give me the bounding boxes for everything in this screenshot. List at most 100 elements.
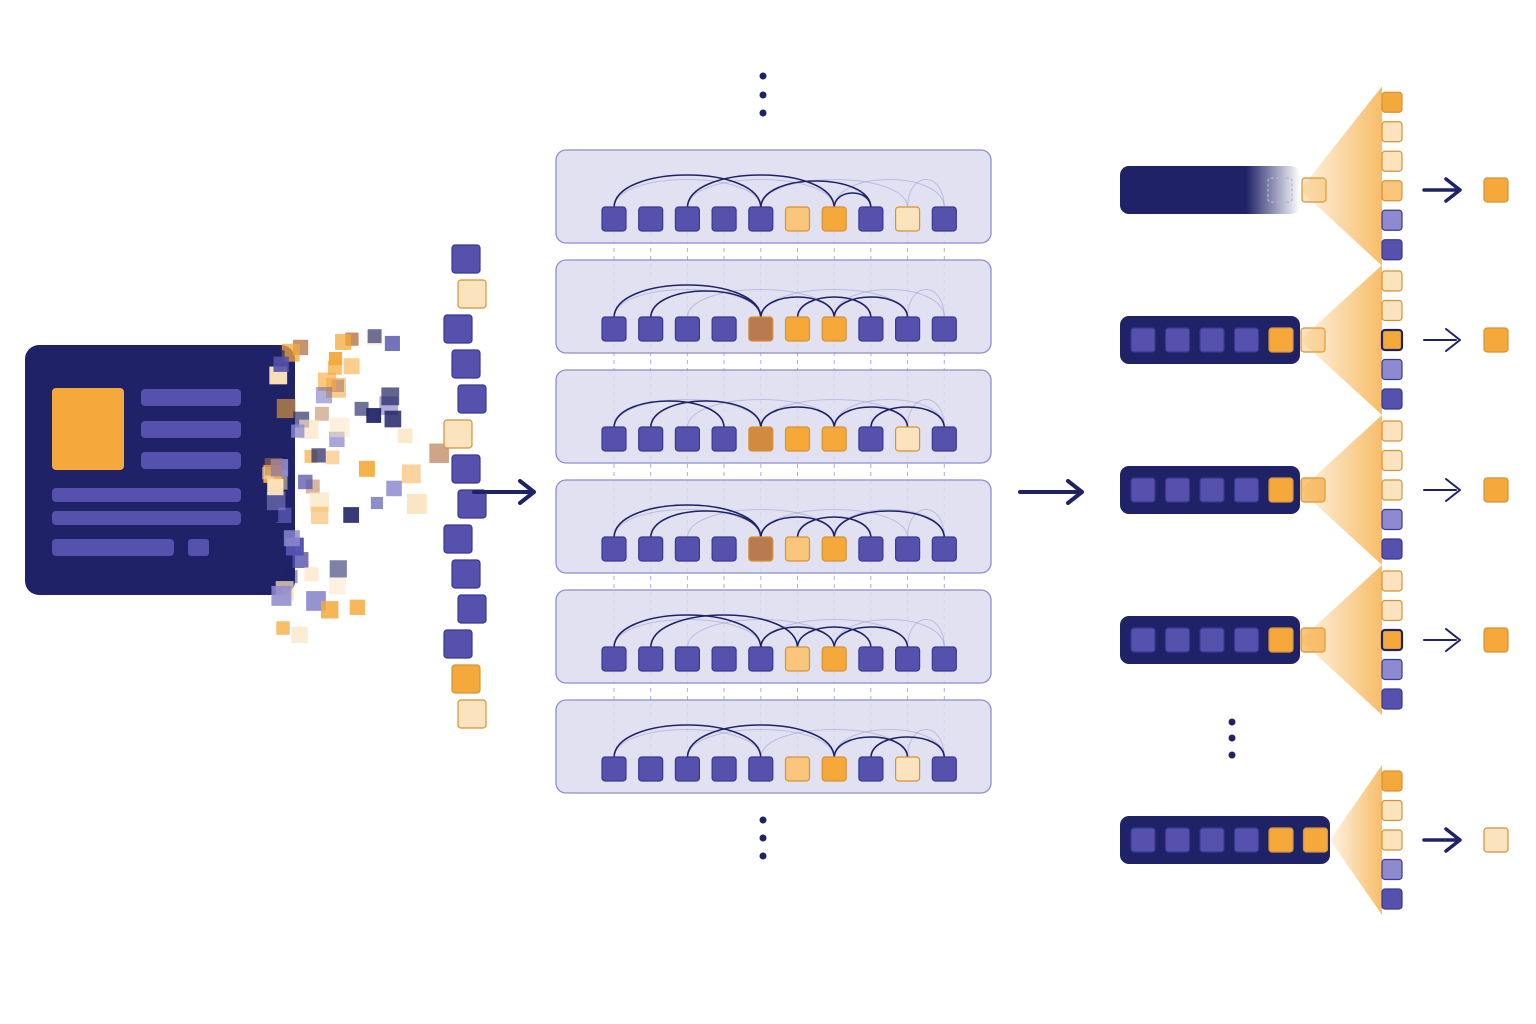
pixel-fragment	[276, 507, 292, 524]
attention-arc	[760, 406, 835, 429]
attention-arc-faint	[907, 289, 945, 319]
layer-token	[784, 536, 811, 562]
dot	[759, 816, 767, 824]
attention-arc	[796, 296, 872, 319]
pixel-fragment	[267, 478, 284, 496]
attention-arc-faint	[613, 289, 762, 319]
pixel-fragment	[429, 443, 449, 464]
pixel-fragment	[266, 491, 286, 511]
transformer-stack	[555, 149, 992, 794]
decoding-step	[1120, 415, 1509, 565]
transformer-layer	[555, 369, 992, 464]
pixel-fragment	[292, 552, 309, 568]
attention-arc	[649, 400, 762, 429]
arrow-right-icon	[1423, 478, 1461, 502]
pixel-fragment	[291, 424, 305, 438]
attention-arc-faint	[613, 729, 762, 759]
attention-arc	[833, 626, 909, 649]
decoding-steps	[1120, 86, 1509, 915]
attention-arc-faint	[613, 179, 762, 209]
attention-arc	[870, 406, 946, 429]
arrow-head	[518, 479, 536, 505]
candidate-token	[1381, 538, 1403, 560]
input-token	[443, 314, 473, 344]
layer-token	[858, 646, 884, 672]
probability-fan	[1300, 415, 1382, 565]
pixel-fragment	[343, 507, 360, 523]
context-token	[1164, 827, 1191, 853]
pixel-fragment	[283, 530, 300, 547]
decoding-step	[1120, 265, 1509, 415]
output-token	[1483, 477, 1509, 503]
pixel-fragment	[271, 585, 292, 606]
candidate-token	[1381, 420, 1403, 442]
layer-token	[711, 536, 737, 562]
layer-token	[601, 206, 627, 232]
layer-token	[784, 756, 811, 782]
layer-token	[638, 536, 664, 562]
input-token	[443, 629, 473, 659]
candidate-token	[1381, 449, 1403, 472]
layer-token	[638, 206, 664, 232]
candidate-token	[1381, 599, 1403, 622]
text-line	[141, 389, 241, 406]
layer-token	[748, 426, 774, 452]
attention-arc	[796, 626, 872, 649]
pixel-fragment	[343, 358, 360, 375]
input-token	[457, 279, 487, 309]
layer-token	[711, 316, 737, 342]
context-token	[1233, 827, 1260, 853]
context-token	[1199, 627, 1225, 653]
layer-token	[931, 756, 957, 782]
transformer-layer	[555, 259, 992, 354]
dot	[759, 852, 767, 860]
candidate-token	[1381, 270, 1403, 292]
pixel-fragment	[306, 591, 326, 611]
pixel-fragment	[276, 621, 290, 635]
layer-token	[858, 756, 884, 782]
layer-token	[784, 426, 811, 452]
arrow-right-icon	[1423, 628, 1461, 652]
probability-fan	[1300, 565, 1382, 715]
attention-arc-faint	[907, 399, 945, 429]
layer-token	[674, 426, 701, 452]
layer-token	[674, 206, 701, 232]
attention-arc	[833, 736, 909, 759]
layer-token	[821, 206, 847, 232]
context-bar	[1120, 166, 1300, 214]
candidate-token	[1381, 388, 1403, 410]
pixel-fragment	[358, 460, 375, 477]
layer-token	[711, 646, 737, 672]
arrow-right-icon	[1422, 827, 1462, 853]
layer-token	[894, 316, 921, 342]
attention-arc-faint	[907, 509, 945, 539]
attention-arc	[760, 516, 835, 539]
candidate-token	[1381, 91, 1403, 113]
layer-token	[748, 646, 774, 672]
layer-token	[784, 316, 811, 342]
input-token	[443, 419, 473, 449]
pixel-fragment	[298, 474, 313, 490]
candidate-token	[1381, 658, 1403, 681]
pixel-fragment	[262, 506, 279, 523]
transformer-layer	[555, 589, 992, 684]
context-token	[1130, 477, 1156, 503]
pixel-fragment	[284, 570, 298, 584]
dot	[1228, 734, 1236, 742]
context-token	[1268, 827, 1294, 853]
input-token	[457, 384, 487, 414]
probability-fan	[1330, 765, 1382, 915]
input-token	[451, 664, 481, 694]
context-token	[1268, 327, 1294, 353]
decoding-step	[1120, 765, 1509, 915]
candidate-token	[1381, 209, 1403, 231]
probability-fan	[1300, 265, 1382, 415]
output-token	[1483, 827, 1509, 853]
layer-token	[894, 536, 921, 562]
context-token	[1164, 327, 1191, 353]
connectors	[472, 72, 1236, 860]
layer-token	[601, 536, 627, 562]
pixel-fragment	[335, 333, 352, 350]
arrow-right-icon	[1423, 328, 1461, 352]
